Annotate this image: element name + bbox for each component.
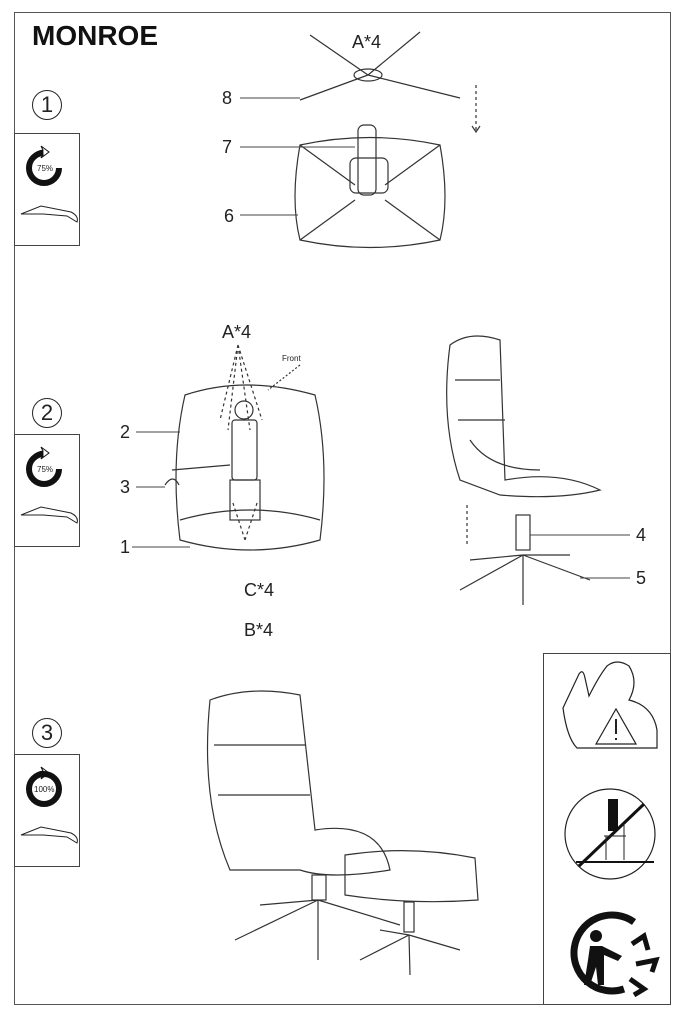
hex-key-hand-icon bbox=[20, 506, 78, 524]
part-label-3: 3 bbox=[120, 477, 131, 497]
part-label-8: 8 bbox=[222, 88, 233, 108]
product-title: MONROE bbox=[32, 20, 158, 51]
part-label-6: 6 bbox=[224, 206, 235, 226]
part-label-c: C*4 bbox=[244, 580, 275, 600]
no-standing-icon bbox=[564, 788, 656, 880]
part-label-a: A*4 bbox=[352, 32, 382, 52]
warning-person-icon bbox=[562, 661, 658, 749]
part-label-1: 1 bbox=[120, 537, 131, 557]
step-3-number: 3 bbox=[32, 718, 62, 748]
step-1-tool-box: 75% bbox=[14, 133, 80, 246]
part-label-7: 7 bbox=[222, 137, 233, 157]
step-1-number: 1 bbox=[32, 90, 62, 120]
part-label-4: 4 bbox=[636, 525, 647, 545]
recycle-icon bbox=[570, 911, 660, 998]
torque-label: 75% bbox=[37, 164, 54, 173]
torque-label: 75% bbox=[37, 465, 54, 474]
step-3-tool-box: 100% bbox=[14, 754, 80, 867]
hex-key-hand-icon bbox=[20, 826, 78, 844]
part-label-2: 2 bbox=[120, 422, 131, 442]
warnings-panel bbox=[543, 653, 671, 1005]
step-2-tool-box: 75% bbox=[14, 434, 80, 547]
step-2-number: 2 bbox=[32, 398, 62, 428]
front-label: Front bbox=[282, 354, 301, 363]
torque-label: 100% bbox=[34, 785, 55, 794]
part-label-a: A*4 bbox=[222, 322, 252, 342]
part-label-5: 5 bbox=[636, 568, 647, 588]
torque-icon bbox=[20, 145, 78, 223]
part-label-b: B*4 bbox=[244, 620, 274, 640]
torque-icon bbox=[20, 766, 78, 844]
hex-key-hand-icon bbox=[20, 205, 78, 223]
torque-icon bbox=[20, 446, 78, 524]
